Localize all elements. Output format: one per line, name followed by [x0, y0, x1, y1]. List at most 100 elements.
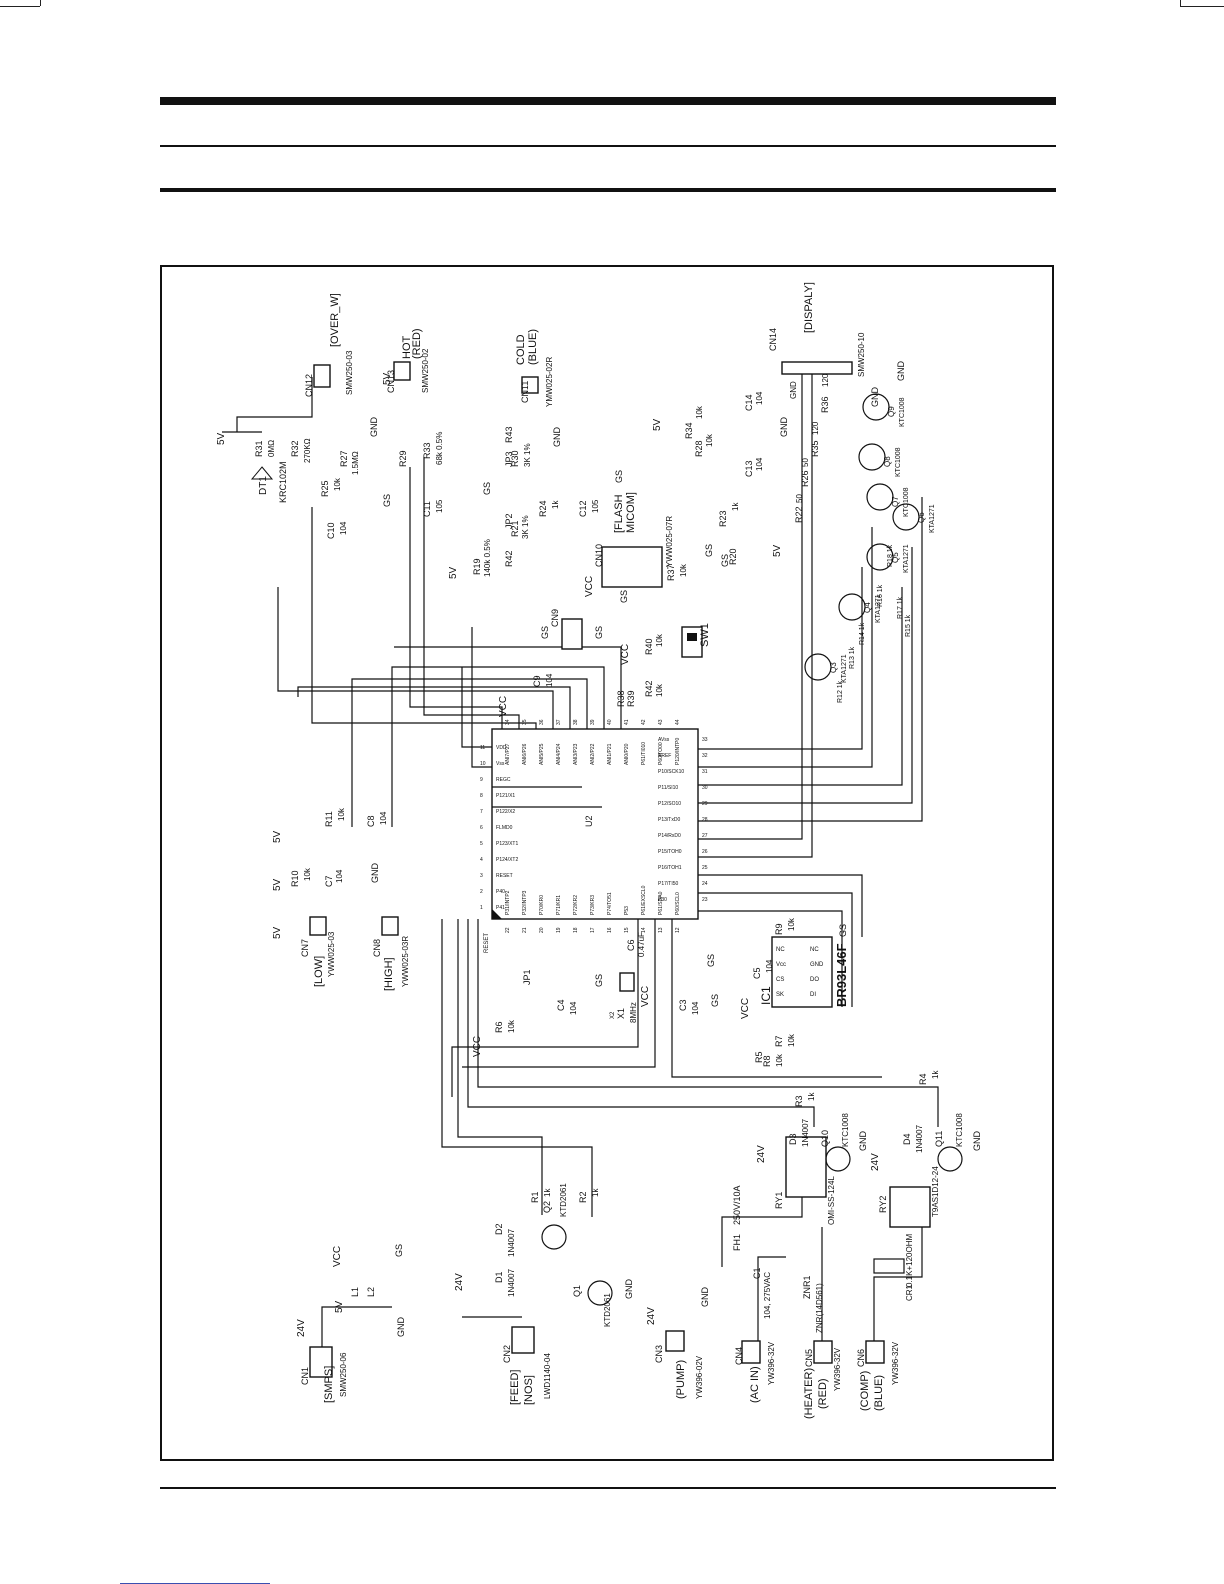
r1-value: 1k	[543, 1188, 552, 1197]
cn10-part: YWW025-07R	[665, 516, 674, 567]
c6-value: 0.47uF	[637, 932, 646, 957]
cn10-ref: CN10	[594, 544, 604, 567]
u2-pin-13-num: 13	[658, 927, 664, 933]
ry1-relay	[785, 1136, 827, 1198]
cn1-ref: CN1	[300, 1367, 310, 1385]
u2-pin-31-name: P10/SCK10	[658, 769, 684, 775]
wire-comp	[873, 1227, 923, 1341]
q5-transistor	[866, 543, 894, 571]
cn11-connector	[521, 376, 539, 394]
r25-value: 10k	[333, 477, 342, 491]
r24-label: R24	[538, 500, 548, 517]
bus-ani0	[394, 646, 622, 729]
u2-pin-27-name: P14/RxD0	[658, 833, 681, 839]
bus-p62	[698, 892, 853, 1007]
rail-5v-r19: 5V	[448, 566, 459, 579]
bus-p74	[698, 367, 813, 858]
q3-part: KTA1271	[841, 654, 848, 683]
r37-label: R37	[666, 564, 676, 581]
u2-pin-39-num: 39	[590, 719, 596, 725]
wire-feed-drive	[457, 919, 543, 1215]
c13-value: 104	[755, 457, 764, 471]
c6-label: C6	[626, 939, 636, 951]
u2-pin-22-name: P31/INTP2	[505, 890, 511, 915]
cn2-name2: [NOS]	[523, 1375, 535, 1405]
c14-value: 104	[755, 391, 764, 405]
u2-pin-33-num: 33	[702, 737, 708, 743]
q11-part: KTC1008	[955, 1113, 964, 1147]
r11-label: R11	[324, 811, 334, 827]
u2-pin-10-name: Vss	[496, 761, 505, 767]
u2-pin-23-num: 23	[702, 897, 708, 903]
u2-pin-31-num: 31	[702, 769, 708, 775]
wire-pump-drive	[441, 919, 593, 1217]
q5-ref: Q5	[891, 552, 900, 563]
r35-label: R35	[810, 440, 820, 457]
c5-value: 104	[765, 959, 774, 973]
fh1-ref: FH1	[732, 1234, 742, 1251]
r26-label: R26	[800, 470, 810, 487]
bus-p71	[698, 547, 913, 804]
r4-value: 1k	[931, 1070, 940, 1079]
q1-transistor	[587, 1280, 613, 1306]
r32-label: R32	[290, 440, 300, 457]
u2-pin-14-num: 14	[641, 927, 647, 933]
q2-part: KTD2061	[559, 1183, 568, 1217]
r19-value: 140k 0.5%	[483, 539, 492, 577]
znr1-part: ZNR(14D561)	[815, 1283, 824, 1333]
cn3-name: (PUMP)	[675, 1360, 687, 1399]
bus-ani7	[409, 467, 503, 729]
rail-24v-cn2: 24V	[454, 1273, 465, 1291]
u2-pin-20-num: 20	[539, 927, 545, 933]
cn7-connector	[309, 916, 327, 936]
c3-value: 104	[691, 1001, 700, 1015]
programming-section: CN9 GS GS VCC C9 104 VCC R40 10k R42 10k…	[498, 609, 711, 717]
r40-label: R40	[644, 638, 654, 655]
gs-label-1: GS	[382, 494, 392, 507]
q10-part: KTC1008	[841, 1113, 850, 1147]
cn14-connector	[781, 361, 853, 375]
u2-pin-24-num: 24	[702, 881, 708, 887]
gs-label-8: GS	[594, 626, 604, 639]
r2-label: R2	[578, 1191, 588, 1203]
c11-value: 105	[435, 499, 444, 513]
r42b-value: 10k	[655, 683, 664, 697]
u2-pin-25-name: P16/TOH1	[658, 865, 682, 871]
r22-value: 50	[795, 494, 804, 503]
vcc-label-c9: VCC	[498, 696, 509, 717]
bus-p32	[698, 527, 873, 768]
u2-pin-30-num: 30	[702, 785, 708, 791]
r17-label: R17 1k	[897, 596, 904, 619]
cn5-connector	[813, 1340, 833, 1364]
bus-ani3	[297, 686, 571, 729]
vcc-label-l1: VCC	[332, 1246, 343, 1267]
cn2-name: [FEED]	[509, 1370, 521, 1405]
r8-value: 10k	[775, 1053, 784, 1067]
bus-p60	[462, 919, 656, 1068]
r36-label: R36	[820, 396, 830, 413]
u2-pin-36-name: ANI5/P25	[539, 743, 545, 765]
gnd-label-q11: GND	[972, 1131, 982, 1152]
r33-label: R33	[422, 442, 432, 459]
cn7-name: [LOW]	[313, 956, 325, 987]
c7-value: 104	[335, 869, 344, 883]
c9-value: 104	[545, 673, 554, 687]
q8-ref: Q8	[883, 456, 892, 467]
r23-value: 1k	[731, 502, 740, 511]
u2-pin-18-num: 18	[573, 927, 579, 933]
cr1-value: 0.1K+120OHM	[905, 1234, 914, 1287]
level-sensor-section: 5V R11 10k C8 104 5V R10 10k C7 104 GND …	[272, 807, 410, 991]
cn13-connector	[393, 361, 411, 381]
gnd-label-q9: GND	[870, 387, 880, 408]
gs-label-l2: GS	[394, 1244, 404, 1257]
q3-transistor	[804, 653, 832, 681]
r19-label: R19	[472, 558, 482, 575]
u2-pin-35-name: ANI6/P26	[522, 743, 528, 765]
cn8-name: [HIGH]	[383, 957, 395, 991]
ry1-part: OMI-SS-124L	[827, 1176, 836, 1225]
u2-pin-19-num: 19	[556, 927, 562, 933]
c4-label: C4	[556, 999, 566, 1011]
u2-pin-41-name: ANI0/P20	[624, 743, 630, 765]
